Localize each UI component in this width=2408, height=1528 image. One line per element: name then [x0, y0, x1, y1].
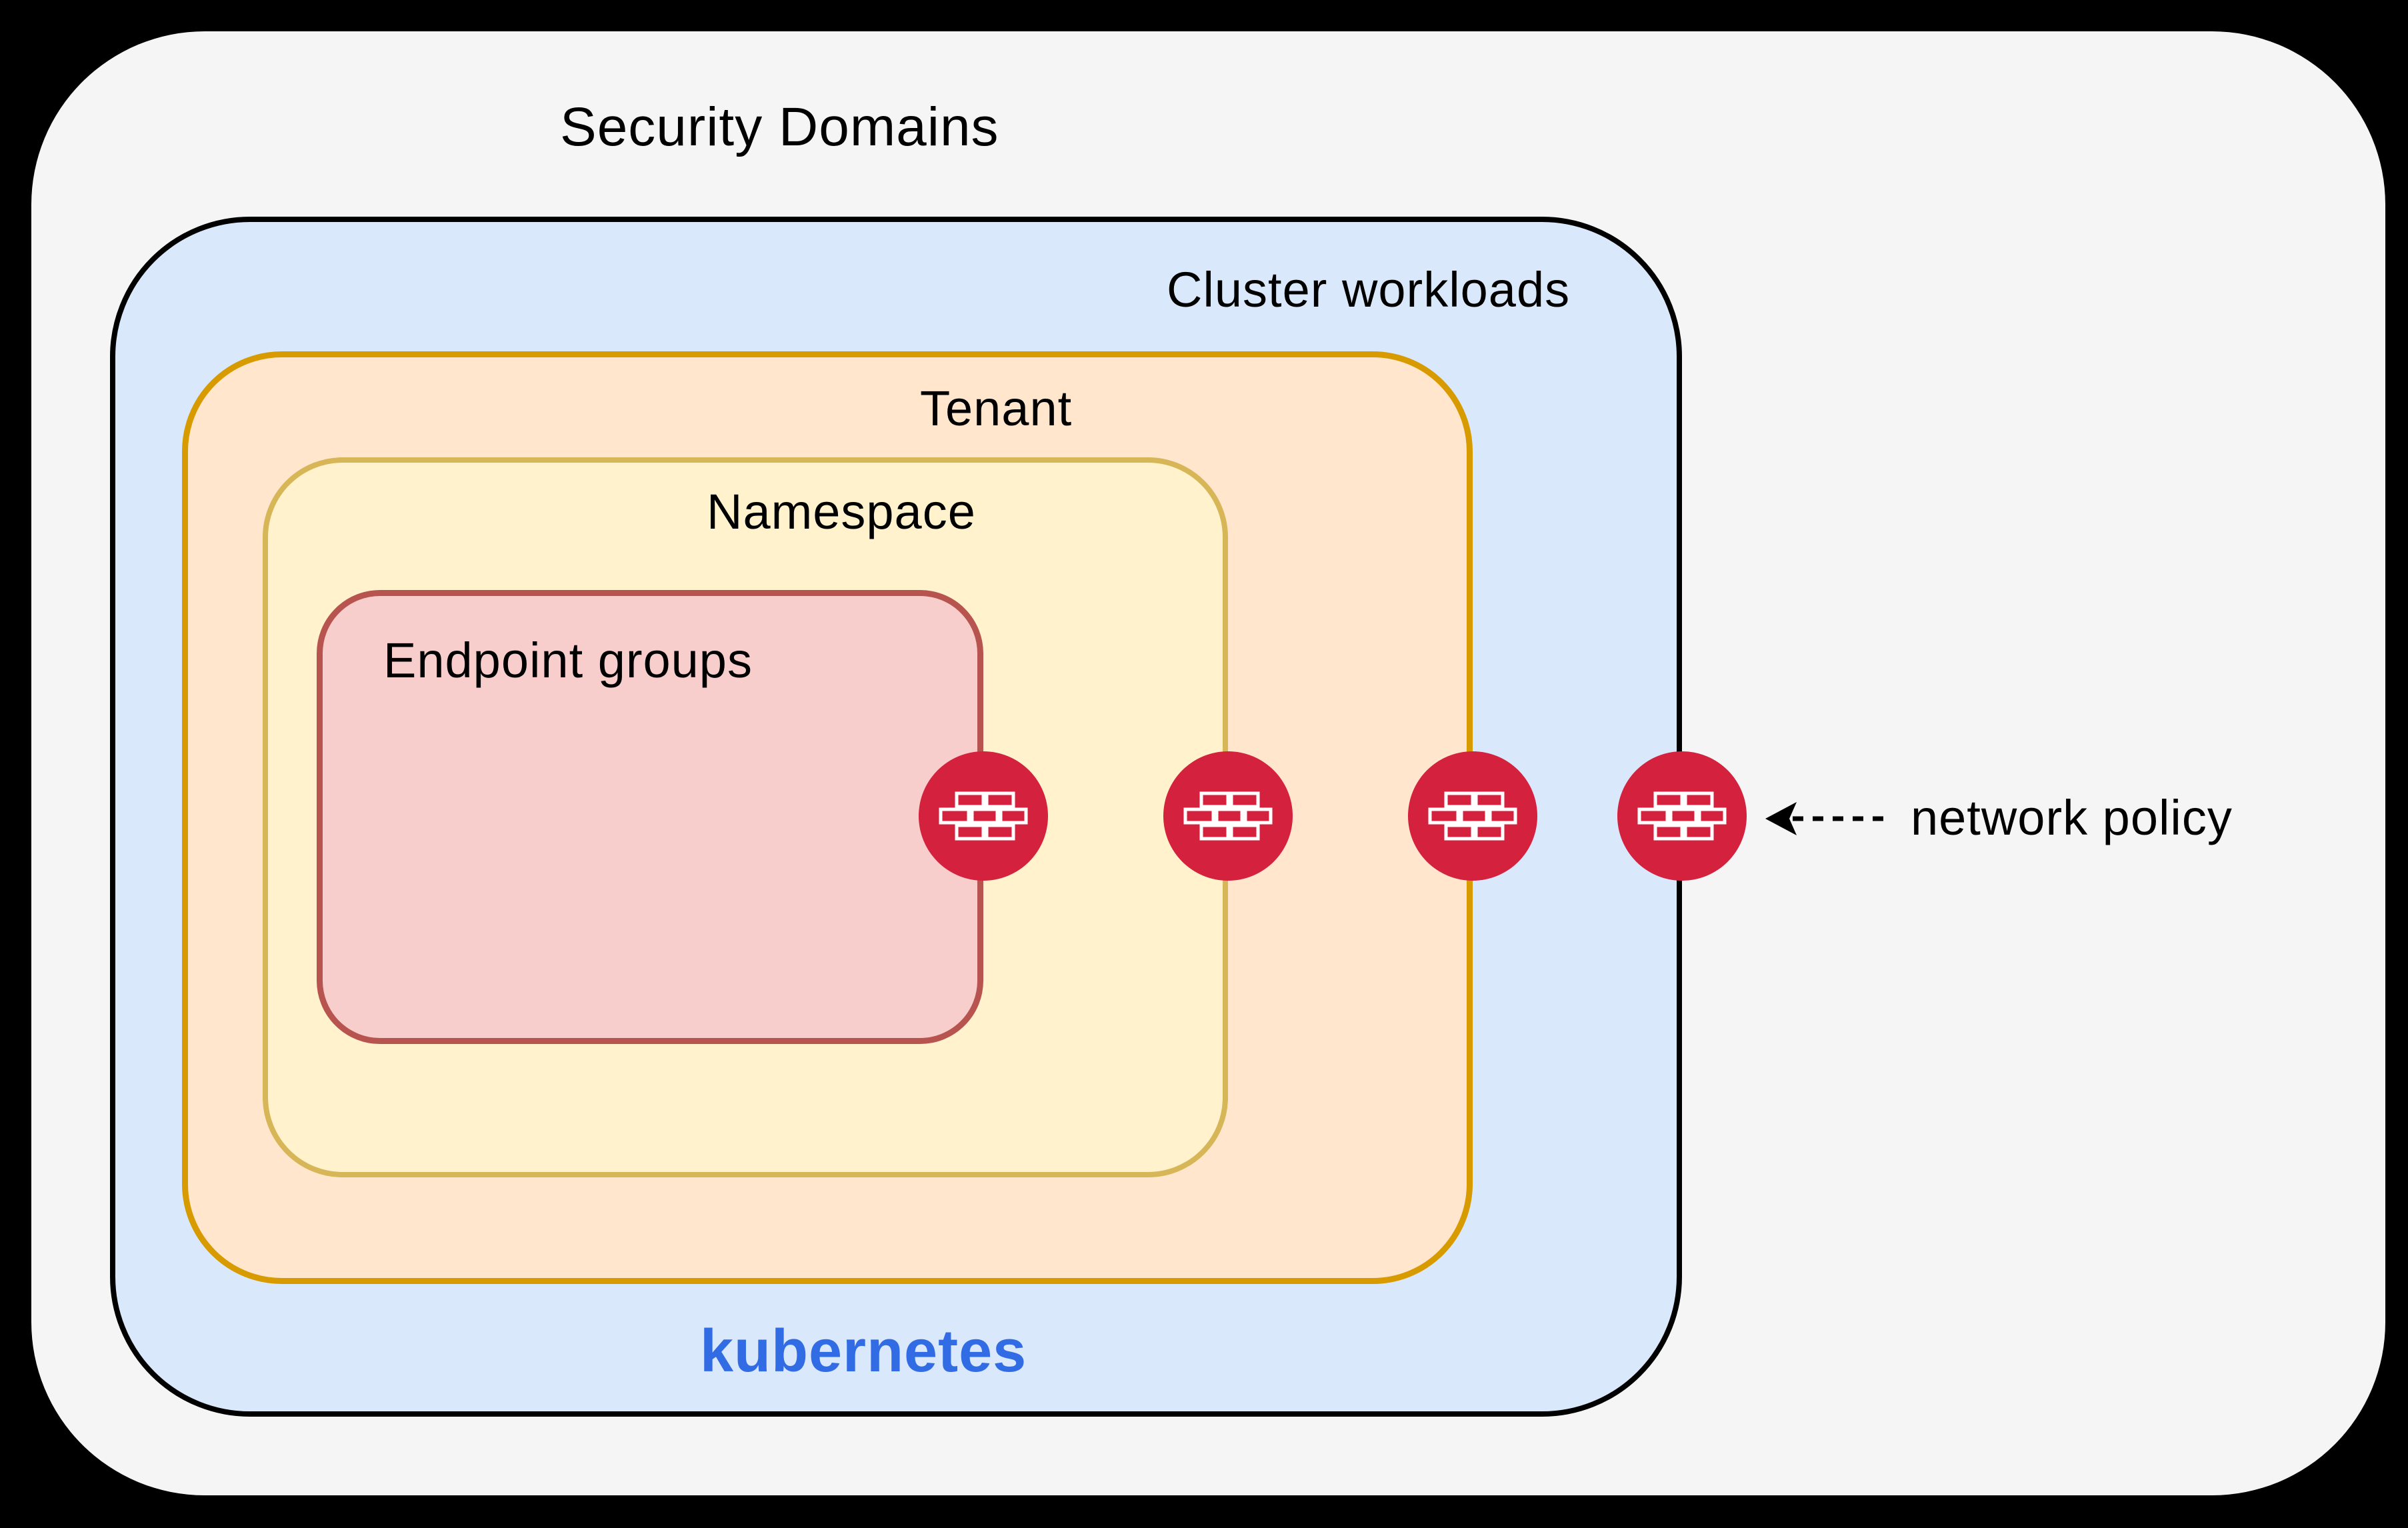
firewall-icon — [1408, 751, 1537, 881]
endpoint-groups-label: Endpoint groups — [383, 633, 753, 688]
domain-endpoint-groups — [317, 590, 983, 1044]
diagram-title: Security Domains — [560, 97, 999, 157]
namespace-label: Namespace — [707, 484, 976, 539]
firewall-icon — [1617, 751, 1747, 881]
network-policy-label: network policy — [1911, 790, 2233, 845]
brick-pattern-icon — [1428, 791, 1517, 841]
firewall-icon — [1163, 751, 1293, 881]
brick-pattern-icon — [939, 791, 1028, 841]
dashed-arrow-icon — [1765, 802, 1890, 835]
cluster-workloads-label: Cluster workloads — [1167, 262, 1571, 317]
firewall-icon — [919, 751, 1048, 881]
brick-pattern-icon — [1183, 791, 1273, 841]
tenant-label: Tenant — [920, 381, 1073, 436]
kubernetes-label: kubernetes — [700, 1318, 1027, 1385]
brick-pattern-icon — [1637, 791, 1727, 841]
